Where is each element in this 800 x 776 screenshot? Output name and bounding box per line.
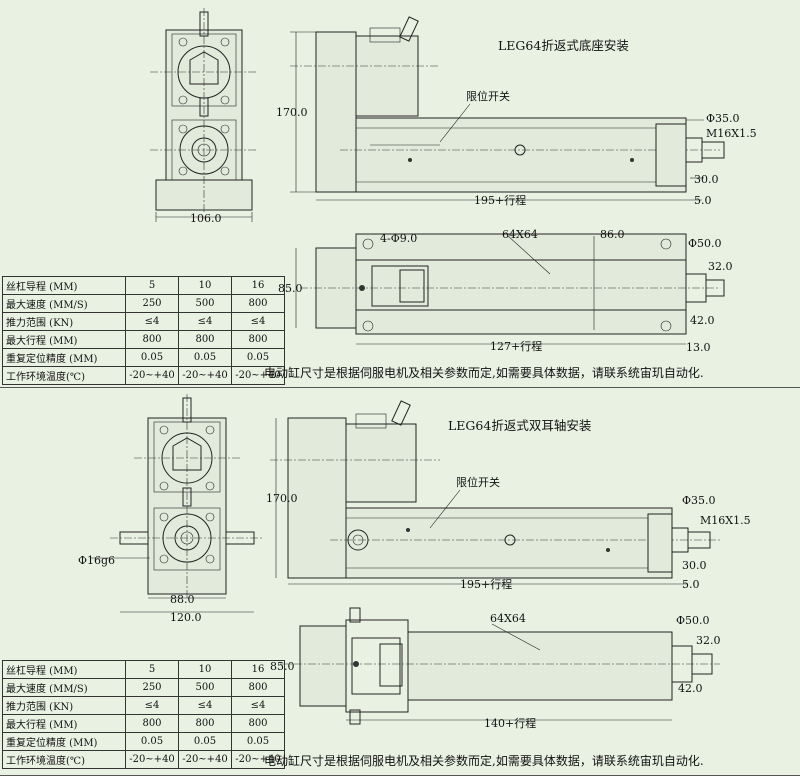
dim-120: 120.0 bbox=[170, 611, 202, 624]
dim-50: Φ50.0 bbox=[688, 237, 722, 250]
dim-42: 42.0 bbox=[690, 314, 715, 327]
dim-pin: Φ16g6 bbox=[78, 554, 115, 567]
dim-86: 86.0 bbox=[600, 228, 625, 241]
dim-stroke: 195+行程 bbox=[474, 194, 526, 207]
table-row: 推力范围 (KN)≤4≤4≤4 bbox=[2, 696, 285, 715]
end-view: Φ16g6 88.0 120.0 bbox=[78, 394, 264, 624]
dim-thread: M16X1.5 bbox=[706, 127, 757, 140]
dim-30: 30.0 bbox=[682, 559, 707, 572]
table-row: 推力范围 (KN)≤4≤4≤4 bbox=[2, 312, 285, 331]
side-view: LEG64折返式底座安装 限位开关 170.0 195+行程 Φ35.0 M16… bbox=[276, 16, 757, 207]
top-view: 64X64 Φ50.0 32.0 85.0 42.0 140+行程 bbox=[270, 607, 721, 730]
note-text: 电动缸尺寸是根据伺服电机及相关参数而定,如需要具体数据，请联系统宙玑自动化. bbox=[264, 754, 704, 768]
table-row: 工作环境温度(℃)-20~+40-20~+40-20~+40 bbox=[2, 366, 285, 385]
dim-170: 170.0 bbox=[266, 492, 298, 505]
dim-35: Φ35.0 bbox=[682, 494, 716, 507]
dim-88: 88.0 bbox=[170, 593, 195, 606]
dim-32: 32.0 bbox=[708, 260, 733, 273]
end-view: 106.0 bbox=[150, 8, 258, 225]
note-text: 电动缸尺寸是根据伺服电机及相关参数而定,如需要具体数据，请联系统宙玑自动化. bbox=[264, 366, 704, 380]
dim-42: 42.0 bbox=[678, 682, 703, 695]
dim-5: 5.0 bbox=[682, 578, 700, 591]
trunnion-mount-drawing: Φ16g6 88.0 120.0 bbox=[78, 394, 751, 730]
dim-170: 170.0 bbox=[276, 106, 308, 119]
dim-profile: 64X64 bbox=[502, 228, 538, 241]
dim-profile: 64X64 bbox=[490, 612, 526, 625]
dim-13: 13.0 bbox=[686, 341, 711, 354]
panel-base-mount: 106.0 LEG64折返式底座安装 bbox=[0, 8, 800, 388]
dim-stroke: 140+行程 bbox=[484, 717, 536, 730]
table-row: 工作环境温度(℃)-20~+40-20~+40-20~+40 bbox=[2, 750, 285, 769]
panel-trunnion-mount: Φ16g6 88.0 120.0 bbox=[0, 388, 800, 776]
limit-switch-label: 限位开关 bbox=[466, 89, 510, 103]
dim-holes: 4-Φ9.0 bbox=[380, 232, 417, 245]
dim-stroke: 195+行程 bbox=[460, 578, 512, 591]
dim-stroke: 127+行程 bbox=[490, 340, 542, 353]
dim-50: Φ50.0 bbox=[676, 614, 710, 627]
top-view: 4-Φ9.0 64X64 86.0 Φ50.0 32.0 85.0 42.0 1… bbox=[278, 228, 733, 354]
dim-5: 5.0 bbox=[694, 194, 712, 207]
panel-title: LEG64折返式双耳轴安装 bbox=[448, 418, 591, 433]
panel-title: LEG64折返式底座安装 bbox=[498, 38, 629, 53]
side-view: LEG64折返式双耳轴安装 限位开关 170.0 195+行程 Φ35.0 M1… bbox=[266, 400, 751, 591]
dim-thread: M16X1.5 bbox=[700, 514, 751, 527]
base-mount-drawing: 106.0 LEG64折返式底座安装 bbox=[150, 8, 757, 354]
dim-30: 30.0 bbox=[694, 173, 719, 186]
dim-32: 32.0 bbox=[696, 634, 721, 647]
dim-35: Φ35.0 bbox=[706, 112, 740, 125]
dim-106: 106.0 bbox=[190, 212, 222, 225]
limit-switch-label: 限位开关 bbox=[456, 475, 500, 489]
